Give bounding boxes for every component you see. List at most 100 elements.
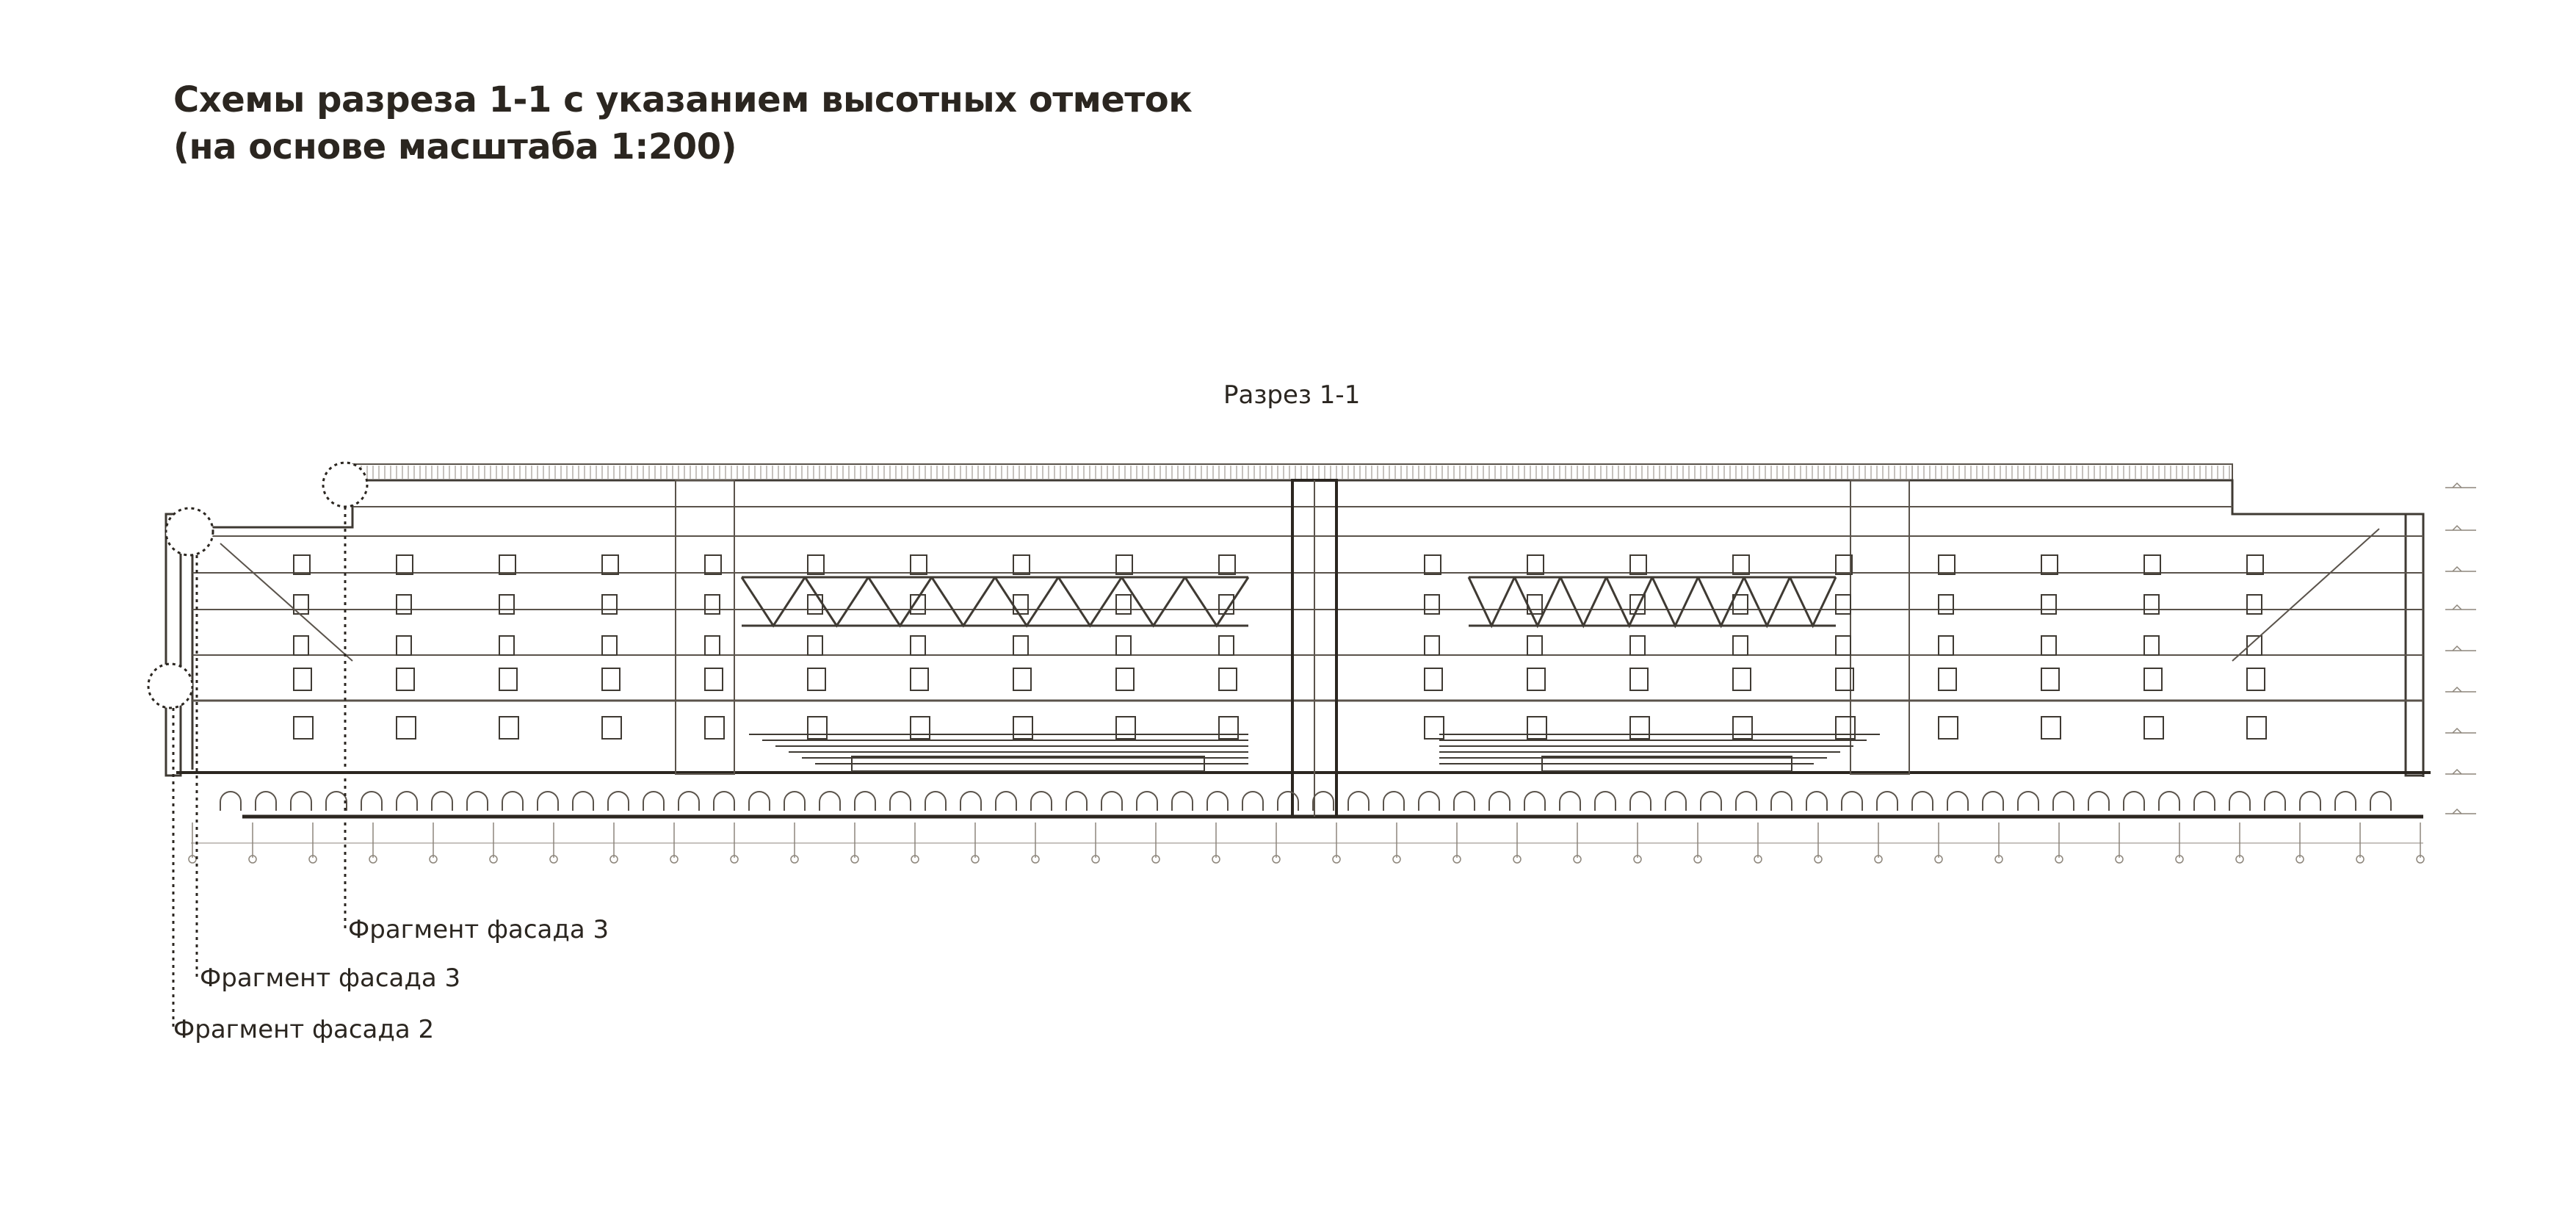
window (2246, 716, 2267, 740)
basement-arch (537, 791, 559, 811)
callout-label-1: Фрагмент фасада 3 (348, 915, 609, 944)
stage-block-right (1541, 756, 1792, 772)
basement-arch (995, 791, 1017, 811)
window (910, 635, 926, 656)
callout-markers (147, 461, 369, 709)
window (1835, 635, 1851, 656)
window (601, 635, 618, 656)
window (1732, 668, 1751, 691)
window (1013, 594, 1029, 615)
right-roof-slope (2232, 528, 2380, 662)
basement-arch (1312, 791, 1334, 811)
basement-arch (1347, 791, 1370, 811)
basement-arch (2158, 791, 2180, 811)
truss-web (994, 576, 1060, 628)
grid-axis-bubble (308, 855, 317, 864)
window (910, 554, 927, 575)
window (396, 716, 416, 740)
window (910, 594, 926, 615)
window (499, 554, 516, 575)
window (807, 716, 828, 740)
window (1013, 554, 1030, 575)
basement-arch (1030, 791, 1052, 811)
basement-arch (325, 791, 347, 811)
basement-arch (2017, 791, 2039, 811)
window (601, 716, 622, 740)
window (293, 716, 314, 740)
window (1424, 554, 1441, 575)
window (1115, 716, 1136, 740)
window (1527, 554, 1544, 575)
grid-axis-bubble (1272, 855, 1281, 864)
window (2246, 594, 2262, 615)
basement-arch (889, 791, 911, 811)
elevation-arrow (2452, 727, 2462, 734)
elevation-marks (2445, 482, 2476, 814)
basement-arch (220, 791, 242, 811)
basement-arch (1488, 791, 1510, 811)
basement-arch (1453, 791, 1475, 811)
window (807, 668, 826, 691)
grid-axis-bubble (2055, 855, 2063, 864)
basement-arch (678, 791, 700, 811)
roof-trusses (740, 576, 1837, 629)
grid-axis-bubble (1212, 855, 1220, 864)
grid-axis-bubble (2115, 855, 2124, 864)
window (1835, 716, 1856, 740)
grid-axis-bubble (850, 855, 859, 864)
window (1218, 635, 1234, 656)
basement-arch (1559, 791, 1581, 811)
window (396, 635, 412, 656)
right-wing (1850, 480, 1910, 775)
basement-arch (713, 791, 735, 811)
grid-axis-bubble (609, 855, 618, 864)
window (396, 554, 413, 575)
callout-label-3: Фрагмент фасада 2 (173, 1015, 435, 1044)
basement-arch (1242, 791, 1264, 811)
basement-arch (361, 791, 383, 811)
window (2041, 594, 2057, 615)
roof-hatch (355, 466, 2230, 479)
window (1115, 594, 1132, 615)
window (1527, 716, 1547, 740)
grid-axis-bubble (1452, 855, 1461, 864)
elevation-arrow (2452, 808, 2462, 814)
elevation-arrow (2452, 524, 2462, 531)
basement-arch (607, 791, 629, 811)
window (1732, 635, 1748, 656)
window (910, 716, 930, 740)
basement-arch (1806, 791, 1828, 811)
window (293, 554, 311, 575)
basement-arch (572, 791, 594, 811)
grid-axis-bubble (429, 855, 438, 864)
truss-web (1121, 576, 1187, 628)
basement-arch (431, 791, 453, 811)
window (2246, 668, 2265, 691)
window (807, 635, 823, 656)
grid-axis-bubble (1633, 855, 1642, 864)
grid-axis-bubble (1031, 855, 1040, 864)
elevation-arrow (2452, 482, 2462, 488)
basement-arch (2299, 791, 2321, 811)
window (2143, 668, 2163, 691)
basement-arch (2052, 791, 2074, 811)
basement-arch (1524, 791, 1546, 811)
window (807, 554, 825, 575)
window (704, 716, 725, 740)
elevation-arrow (2452, 686, 2462, 693)
window (2143, 594, 2160, 615)
window (499, 635, 515, 656)
window (2143, 635, 2160, 656)
window (1938, 554, 1955, 575)
truss-web (1467, 576, 1516, 629)
basement-arch (748, 791, 770, 811)
window (1424, 635, 1440, 656)
left-wing (675, 480, 735, 775)
basement-arch (1700, 791, 1722, 811)
window (1115, 554, 1133, 575)
window (1835, 668, 1854, 691)
basement-arches (220, 791, 2392, 811)
grid-axis-bubble (1513, 855, 1522, 864)
window (2041, 635, 2057, 656)
truss-web (1789, 576, 1837, 629)
